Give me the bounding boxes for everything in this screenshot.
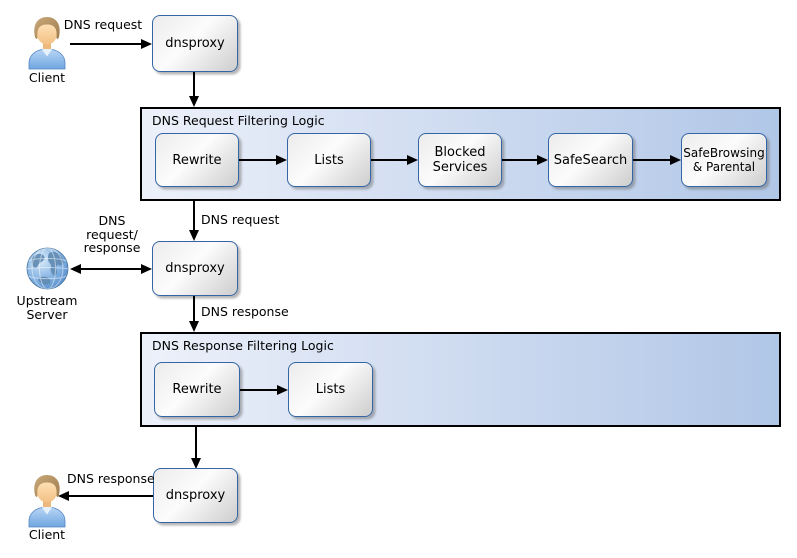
pipeline-arrow-line (240, 389, 277, 391)
step-label: Rewrite (172, 382, 222, 397)
pipeline-arrow-line (633, 159, 670, 161)
pipeline-arrow-line (371, 159, 407, 161)
arrowhead-down-icon (189, 96, 199, 107)
edge-pipeline-to-proxy3-line (195, 427, 197, 458)
arrowhead-left-icon (58, 491, 69, 501)
response-pipeline-title: DNS Response Filtering Logic (152, 338, 334, 353)
upstream-server-label: Upstream Server (8, 294, 86, 322)
pipeline-arrow-line (502, 159, 537, 161)
client-label-top: Client (28, 70, 66, 85)
arrowhead-right-icon (276, 155, 287, 165)
edge-label-client-request: DNS request (63, 17, 143, 32)
step-blocked-services: Blocked Services (418, 133, 502, 187)
arrowhead-down-icon (189, 230, 199, 241)
step-label: SafeBrowsing & Parental (683, 145, 765, 175)
step-label: Rewrite (172, 152, 222, 168)
pipeline-arrow-line (239, 159, 277, 161)
step-label: SafeSearch (553, 152, 628, 168)
step-rewrite-request: Rewrite (155, 133, 239, 187)
step-safesearch: SafeSearch (548, 133, 633, 187)
upstream-label-line1: Upstream (16, 293, 78, 308)
dnsproxy-node-bottom: dnsproxy (153, 468, 238, 523)
arrowhead-down-icon (189, 321, 199, 332)
step-lists-request: Lists (287, 133, 371, 187)
arrowhead-right-icon (277, 385, 288, 395)
arrowhead-left-icon (70, 264, 81, 274)
globe-icon (26, 247, 69, 290)
edge-proxy2-to-pipeline-line (193, 296, 195, 322)
edge-label-client-response: DNS response (67, 471, 155, 486)
response-pipeline-container: DNS Response Filtering Logic (140, 332, 781, 427)
arrowhead-right-icon (141, 264, 152, 274)
upstream-edge-line3: response (83, 240, 141, 255)
edge-client-request-line (70, 43, 142, 45)
edge-label-upstream: DNS request/ response (79, 214, 145, 255)
dnsproxy-label: dnsproxy (165, 488, 226, 503)
step-rewrite-response: Rewrite (154, 362, 240, 417)
person-icon (28, 17, 66, 70)
request-pipeline-title: DNS Request Filtering Logic (152, 113, 325, 128)
dnsproxy-node-middle: dnsproxy (152, 241, 238, 296)
step-label: Lists (315, 382, 346, 397)
arrowhead-right-icon (141, 39, 152, 49)
edge-upstream-line (81, 268, 142, 270)
edge-client-response-line (69, 495, 153, 497)
step-safebrowsing-parental: SafeBrowsing & Parental (681, 133, 767, 187)
dnsproxy-label: dnsproxy (165, 261, 225, 276)
step-label: Lists (314, 152, 344, 168)
upstream-edge-line1: DNS (98, 213, 126, 228)
upstream-label-line2: Server (26, 307, 68, 322)
edge-proxy1-to-pipeline-line (193, 72, 195, 97)
dnsproxy-node-top: dnsproxy (152, 15, 238, 72)
dnsproxy-label: dnsproxy (165, 36, 225, 51)
edge-pipeline-to-proxy2-line (193, 201, 195, 230)
arrowhead-down-icon (191, 458, 201, 469)
step-label: Blocked Services (432, 145, 488, 175)
person-icon (28, 475, 66, 528)
arrowhead-right-icon (407, 155, 418, 165)
upstream-edge-line2: request/ (86, 226, 138, 242)
edge-label-filtered-request: DNS request (201, 212, 280, 227)
arrowhead-right-icon (670, 155, 681, 165)
client-label-bottom: Client (28, 527, 66, 542)
arrowhead-right-icon (537, 155, 548, 165)
step-lists-response: Lists (288, 362, 373, 417)
edge-label-proxy-response: DNS response (201, 304, 289, 319)
